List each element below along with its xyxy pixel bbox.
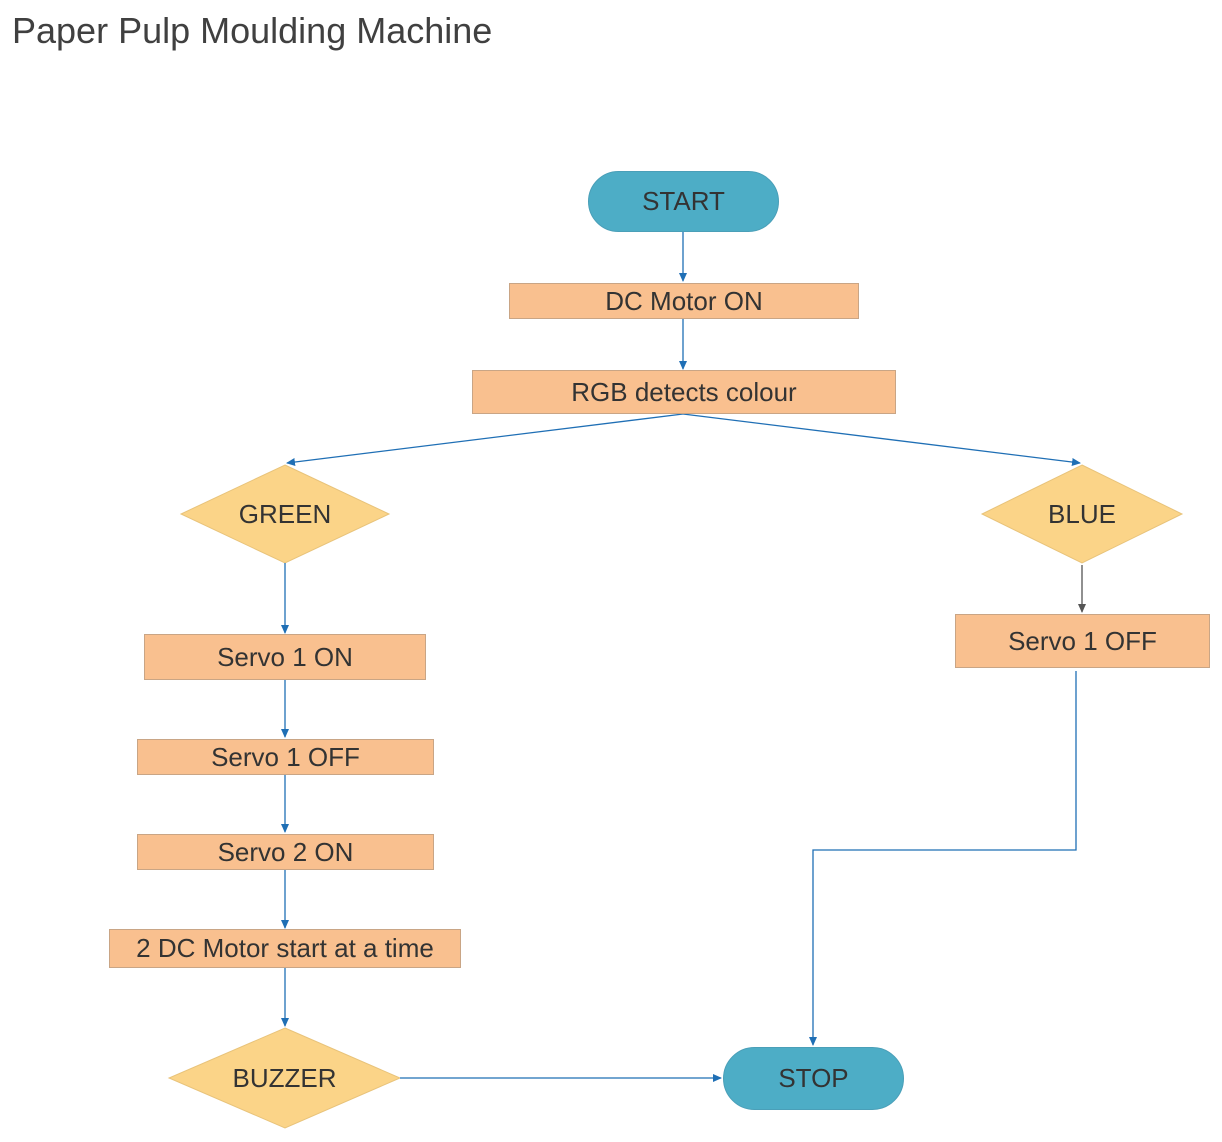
stop-terminal: STOP [723,1047,904,1110]
process-rgb-detects-colour: RGB detects colour [472,370,896,414]
decision-label-green: GREEN [238,498,332,529]
connector-rgb-to-blue [682,413,1081,466]
process-label: Servo 1 ON [217,641,353,672]
connector-rgb-to-green [286,413,684,466]
decision-blue-shape [980,464,1184,564]
process-label: 2 DC Motor start at a time [136,933,434,963]
start-terminal: START [588,171,779,232]
process-label: RGB detects colour [571,376,797,407]
process-dc-motor-start: 2 DC Motor start at a time [109,929,461,968]
process-servo1-off-right: Servo 1 OFF [955,614,1210,668]
decision-buzzer: BUZZER [169,1058,400,1098]
process-servo1-off-left: Servo 1 OFF [137,739,434,775]
process-servo1-on: Servo 1 ON [144,634,426,680]
process-label: Servo 1 OFF [1008,625,1157,656]
process-servo2-on: Servo 2 ON [137,834,434,870]
process-label: Servo 1 OFF [211,741,360,772]
decision-label-buzzer: BUZZER [232,1062,337,1093]
process-label: Servo 2 ON [217,836,354,867]
decision-label-blue: BLUE [1048,498,1116,529]
stop-label: STOP [778,1063,849,1093]
page-title: Paper Pulp Moulding Machine [12,10,493,51]
connector-servo1-off-to-stop [809,671,1077,1046]
decision-buzzer-shape [167,1027,402,1129]
process-dc-motor-on: DC Motor ON [509,283,859,319]
decision-green: GREEN [181,494,389,534]
start-label: START [642,186,725,216]
process-label: DC Motor ON [605,285,763,316]
decision-blue: BLUE [982,494,1182,534]
